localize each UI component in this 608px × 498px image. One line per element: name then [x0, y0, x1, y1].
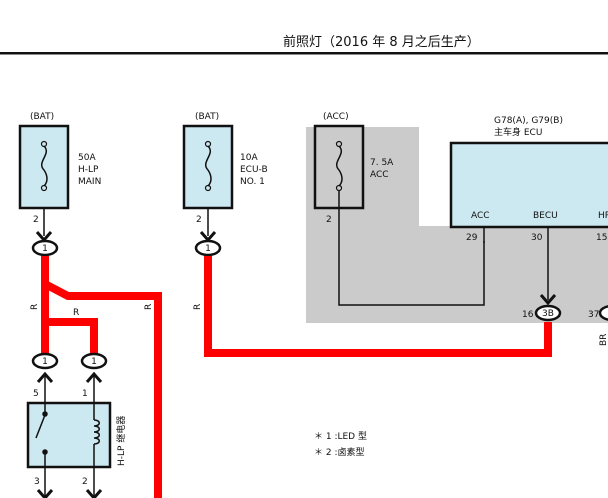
fuse-3-source: (ACC): [323, 112, 349, 122]
fuse-3-name: ACC: [370, 170, 389, 180]
relay-arrow-left: [36, 371, 54, 383]
fuse-2-box: [182, 124, 234, 210]
wire-label-r1: R: [30, 304, 40, 310]
fuse-2-symbol: [204, 140, 212, 192]
page-title: 前照灯（2016 年 8 月之后生产）: [283, 34, 480, 50]
ecu-becu-arrow: [539, 294, 557, 306]
fuse-2-rating: 10A: [240, 153, 258, 163]
ecu-pin-becu-num: 30: [531, 233, 543, 243]
wire-label-r4: R: [193, 304, 203, 310]
red-wire-relay-1: [45, 318, 98, 354]
acc-wire: [338, 190, 485, 306]
note-1: ＊ 1 :LED 型: [314, 431, 367, 442]
ecu-pin-hr-name: HR: [598, 211, 608, 221]
red-wire-relay-feed: [43, 280, 162, 498]
relay-arrow-bottom-left: [36, 489, 54, 498]
relay-connector-left-label: 1: [42, 357, 48, 367]
ecu-next-wire-label: BR: [599, 334, 608, 346]
ecu-shaded-area: [306, 127, 608, 323]
relay-label: H-LP 继电器: [115, 416, 127, 466]
ecu-connector-3b-label: 3B: [542, 309, 554, 319]
fuse-1-rating: 50A: [78, 153, 96, 163]
ecu-connector-pin-16: 16: [522, 310, 534, 320]
relay-connector-left: [31, 352, 59, 370]
wire-label-r2: R: [73, 308, 79, 318]
ecu-pin-becu-name: BECU: [533, 211, 558, 221]
relay-arrow-bottom-right: [85, 489, 103, 498]
relay-pin-3: 3: [34, 477, 40, 487]
fuse-3-rating: 7. 5A: [370, 158, 394, 168]
relay-arrow-right: [85, 371, 103, 383]
fuse-2-connector: [194, 239, 222, 257]
fuse-1-connector: [31, 239, 59, 257]
relay-connector-right: [80, 352, 108, 370]
fuse-1-name2: MAIN: [78, 177, 101, 187]
ecu-label: 主车身 ECU: [494, 126, 542, 138]
wire-label-r3: R: [144, 304, 154, 310]
fuse-2-name: ECU-B: [240, 165, 268, 175]
fuse-3-pin: 2: [326, 215, 332, 225]
relay-pin-5: 5: [33, 389, 39, 399]
fuse-1-symbol: [40, 140, 48, 192]
fuse-2-name2: NO. 1: [240, 177, 265, 187]
red-wire-harness: [41, 256, 552, 498]
fuse-2-source: (BAT): [195, 112, 219, 122]
ecu-connector-3b: [534, 304, 562, 322]
relay-pin-1: 1: [82, 389, 88, 399]
ecu-pin-acc-num: 29: [466, 233, 478, 243]
fuse-1-name: H-LP: [78, 165, 99, 175]
title-rule: [0, 52, 608, 55]
note-2: ＊ 2 :卤素型: [314, 446, 364, 458]
ecu-connector-next: [598, 305, 608, 321]
ecu-pin-acc-name: ACC: [471, 211, 490, 221]
fuse-1-pin: 2: [33, 215, 39, 225]
ecu-connector-pin-37: 37: [588, 310, 599, 320]
ecu-box: [449, 141, 608, 229]
fuse-1-source: (BAT): [30, 112, 54, 122]
relay-pin-2: 2: [82, 477, 88, 487]
red-wire-ecu-b: [204, 256, 552, 357]
fuse-1-box: [18, 124, 70, 210]
ecu-pin-hr-num: 15: [596, 233, 607, 243]
ecu-connector-name: G78(A), G79(B): [494, 116, 563, 126]
relay-box: [26, 401, 112, 469]
fuse-2-connector-label: 1: [205, 244, 211, 254]
relay-coil-symbol: [93, 404, 100, 467]
fuse-1-connector-label: 1: [42, 244, 48, 254]
relay-connector-right-label: 1: [91, 357, 97, 367]
relay-switch-symbol: [35, 404, 48, 467]
fuse-2-pin: 2: [196, 215, 202, 225]
